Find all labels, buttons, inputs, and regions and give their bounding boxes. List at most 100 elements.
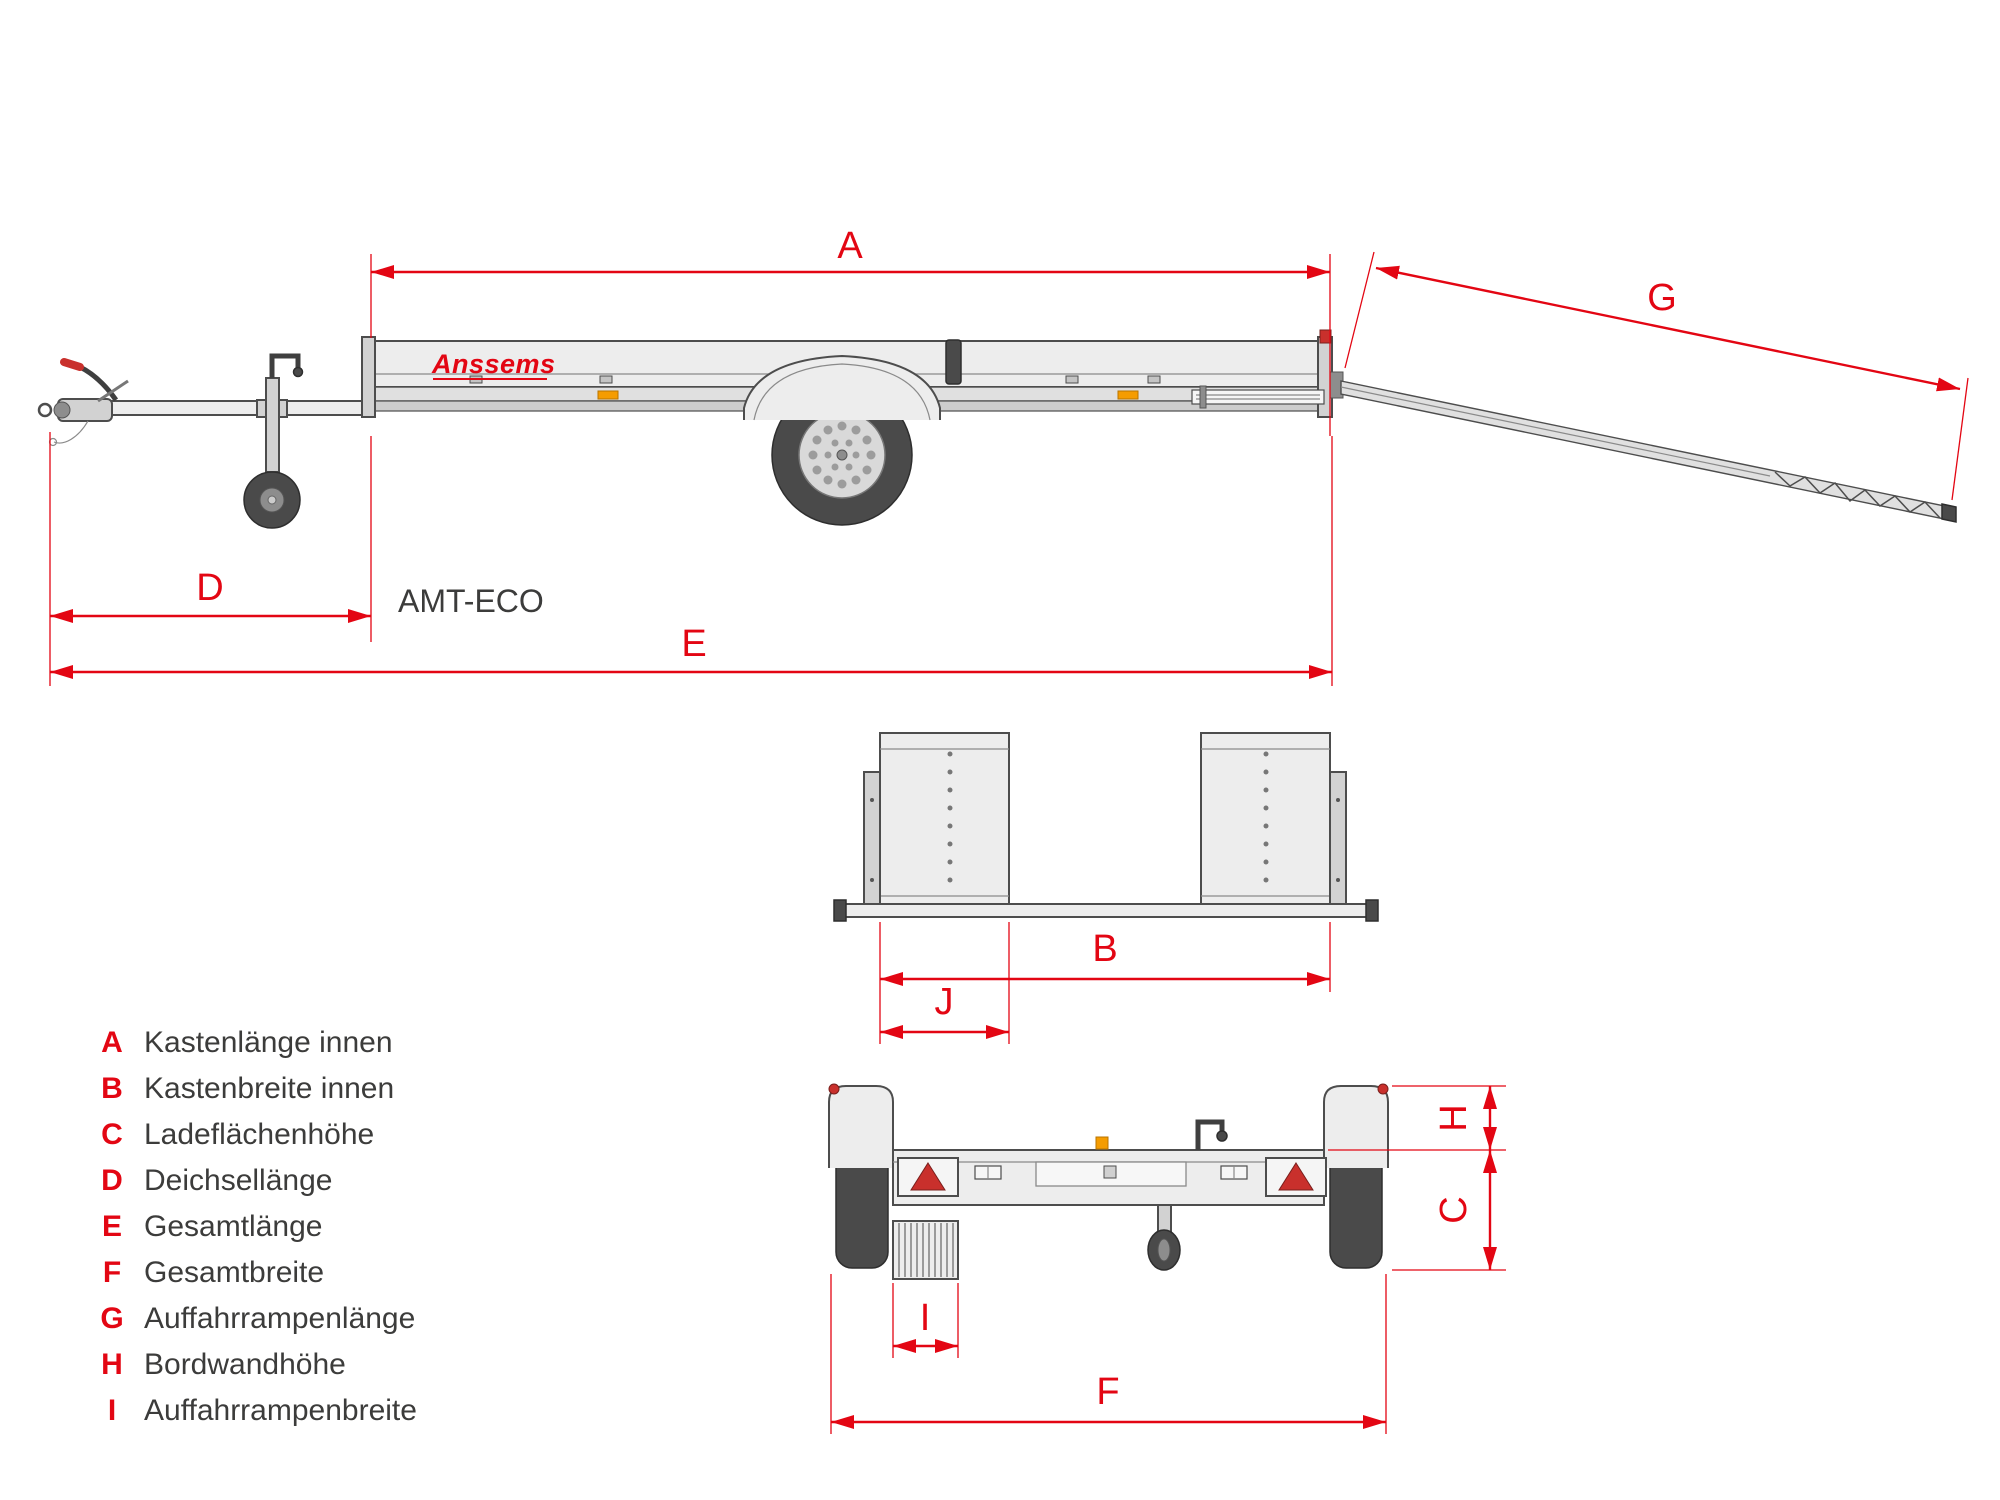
jockey-hub: [267, 495, 277, 505]
legend-row: C Ladeflächenhöhe: [101, 1118, 374, 1151]
handbrake-lever: [78, 364, 119, 402]
legend: A Kastenlänge innen B Kastenbreite innen…: [100, 1026, 417, 1427]
legend-row: D Deichsellänge: [101, 1164, 332, 1197]
legend-key-H: H: [101, 1348, 123, 1381]
legend-key-A: A: [101, 1026, 123, 1059]
dim-I-label: I: [920, 1297, 931, 1339]
rear-marker-light: [1319, 329, 1332, 344]
rear-fender-left: [828, 1085, 894, 1168]
legend-row: H Bordwandhöhe: [101, 1348, 346, 1381]
legend-key-B: B: [101, 1072, 123, 1105]
side-reflector-front: [597, 390, 619, 400]
dim-G: G: [1344, 251, 1969, 501]
rear-fender-right: [1323, 1085, 1389, 1168]
jockey-crank-rear: [1195, 1119, 1225, 1150]
crank-knob-rear: [1216, 1130, 1228, 1142]
dim-A-label: A: [837, 225, 863, 267]
ramp-rib: [1340, 386, 1771, 477]
ramp-side-bracket-right: [1329, 771, 1347, 913]
hub: [836, 449, 848, 461]
breakaway-cable: [53, 420, 89, 444]
legend-key-C: C: [101, 1118, 123, 1151]
legend-row: A Kastenlänge innen: [101, 1026, 392, 1059]
dim-D-label: D: [196, 567, 223, 609]
legend-row: E Gesamtlänge: [102, 1210, 322, 1243]
stake-post: [945, 339, 962, 385]
dim-J-label: J: [935, 981, 954, 1023]
top-reflector: [1095, 1136, 1109, 1150]
jockey-post: [265, 377, 280, 473]
legend-key-F: F: [103, 1256, 121, 1289]
rear-view-ramps: B J: [833, 732, 1379, 1044]
ramp-truss: [1774, 471, 1941, 519]
side-view: Anssems: [37, 225, 1969, 686]
drawbar: [37, 358, 370, 447]
rear-panel: [892, 1119, 1327, 1206]
dim-B: B: [879, 922, 1331, 1044]
legend-label-B: Kastenbreite innen: [144, 1072, 394, 1105]
jockey-wheel-rear: [1147, 1204, 1181, 1271]
dim-J: J: [880, 922, 1010, 1044]
legend-row: I Auffahrrampenbreite: [108, 1394, 417, 1427]
rear-cross-bar: [833, 899, 1379, 922]
ramp-front-view: [892, 1220, 959, 1280]
legend-row: G Auffahrrampenlänge: [100, 1302, 415, 1335]
handbrake-grip: [60, 358, 84, 371]
dim-H: H: [1328, 1085, 1506, 1151]
model-label: AMT-ECO: [398, 583, 544, 619]
legend-key-I: I: [108, 1394, 116, 1427]
legend-key-D: D: [101, 1164, 123, 1197]
ramp-panel-right: [1200, 732, 1331, 914]
ramp-panel-left: [879, 732, 1010, 914]
dim-G-label: G: [1647, 277, 1677, 319]
legend-label-E: Gesamtlänge: [144, 1210, 322, 1243]
tie-down-left: [974, 1165, 1002, 1180]
loading-ramp-side: [1329, 371, 1957, 523]
tie-down-right: [1220, 1165, 1248, 1180]
coupling-cup: [53, 401, 71, 419]
legend-label-C: Ladeflächenhöhe: [144, 1118, 374, 1151]
dim-H-label: H: [1433, 1104, 1475, 1131]
legend-row: F Gesamtbreite: [103, 1256, 324, 1289]
rear-view-chassis: H C I F: [828, 1083, 1506, 1434]
legend-label-I: Auffahrrampenbreite: [144, 1394, 417, 1427]
front-post: [361, 336, 376, 418]
dim-I: I: [892, 1283, 959, 1358]
ramp-side-bracket-left: [863, 771, 881, 913]
tow-eye: [37, 402, 53, 418]
damper-rod: [97, 379, 129, 403]
legend-key-G: G: [100, 1302, 123, 1335]
dim-F: F: [830, 1274, 1387, 1434]
rim-holes-outer: [808, 421, 876, 489]
ramp-stripes: [898, 1223, 954, 1277]
jockey-wheel-side: [243, 353, 304, 529]
dim-E: E: [50, 436, 1333, 686]
dim-F-label: F: [1096, 1371, 1119, 1413]
crank-knob: [292, 366, 304, 378]
dim-C: C: [1392, 1150, 1506, 1271]
dim-D: D: [49, 432, 372, 686]
legend-label-H: Bordwandhöhe: [144, 1348, 346, 1381]
jockey-crank: [269, 353, 301, 378]
clearance-light-left: [828, 1083, 840, 1095]
ramp-tip: [1941, 503, 1957, 523]
jockey-rim-rear: [1157, 1238, 1171, 1262]
ramp-holes-left: [947, 751, 953, 883]
legend-key-E: E: [102, 1210, 122, 1243]
slide-rail: [1191, 385, 1325, 409]
brand-logo: Anssems: [431, 349, 556, 379]
fender-shell: [743, 354, 941, 420]
fender-inner-line: [753, 363, 931, 421]
tail-light-right-triangle: [1278, 1162, 1314, 1191]
legend-row: B Kastenbreite innen: [101, 1072, 394, 1105]
tail-light-left-triangle: [910, 1162, 946, 1191]
dim-E-label: E: [681, 623, 706, 665]
legend-label-F: Gesamtbreite: [144, 1256, 324, 1289]
legend-label-A: Kastenlänge innen: [144, 1026, 393, 1059]
fender-side: [743, 354, 941, 421]
side-reflector-rear: [1117, 390, 1139, 400]
plug-socket: [1103, 1165, 1117, 1179]
dim-A: A: [370, 225, 1331, 436]
